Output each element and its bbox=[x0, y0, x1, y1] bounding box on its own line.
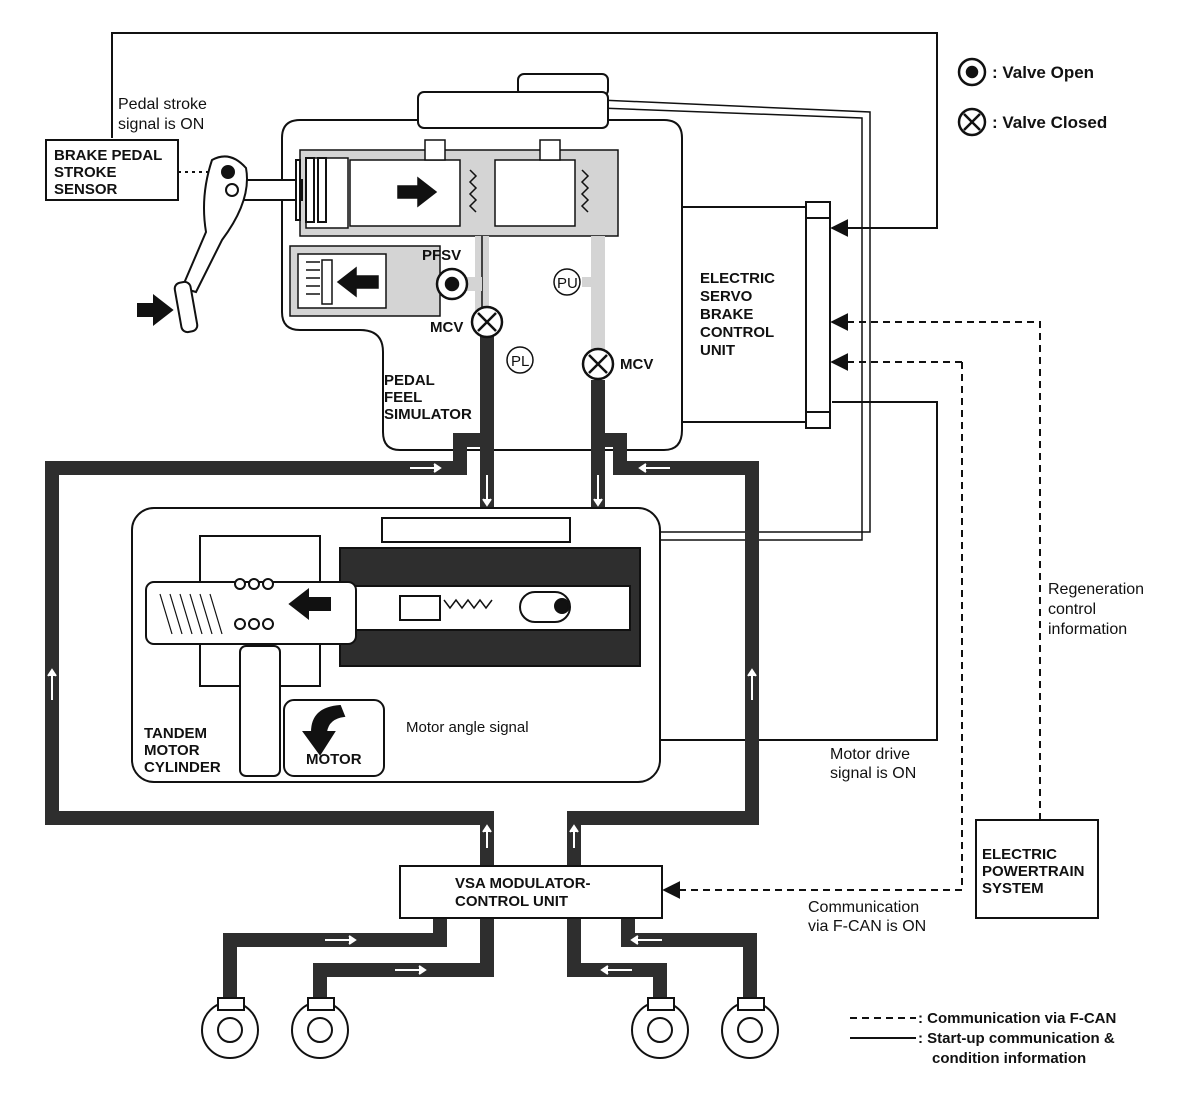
eps-label-1: ELECTRIC bbox=[982, 846, 1057, 863]
regeneration-info-line bbox=[830, 313, 1041, 820]
motor-drive-label-2: signal is ON bbox=[830, 765, 916, 782]
stroke-sensor-box bbox=[45, 139, 179, 201]
regen-label-2: control bbox=[1048, 601, 1096, 618]
labels: Pedal stroke signal is ON BRAKE PEDAL ST… bbox=[54, 96, 1144, 935]
wheel-2 bbox=[291, 997, 349, 1059]
tandem-label-2: MOTOR bbox=[144, 742, 200, 759]
legend: : Valve Open : Valve Closed : Communicat… bbox=[850, 57, 1116, 1067]
simulator-chamber bbox=[289, 245, 441, 317]
mcv-left-valve-icon bbox=[470, 305, 504, 339]
flow-arrows bbox=[47, 463, 757, 975]
legend-solid-1: : Start-up communication & bbox=[918, 1030, 1115, 1047]
pl-label: PL bbox=[511, 353, 529, 370]
simulator-label-3: SIMULATOR bbox=[384, 406, 472, 423]
valve-open-icon bbox=[957, 57, 987, 87]
electric-powertrain-box bbox=[975, 819, 1099, 919]
simulator-label-1: PEDAL bbox=[384, 372, 435, 389]
wheel-1 bbox=[201, 997, 259, 1059]
pl-sensor bbox=[506, 346, 534, 374]
esb-label-4: CONTROL bbox=[700, 324, 774, 341]
pedal-stroke-label-1: Pedal stroke bbox=[118, 96, 207, 113]
motor-label: MOTOR bbox=[306, 751, 362, 768]
pedal-stroke-signal-line bbox=[111, 32, 938, 237]
sensor-label-1: BRAKE PEDAL bbox=[54, 147, 162, 164]
sensor-label-2: STROKE bbox=[54, 164, 117, 181]
esb-label-5: UNIT bbox=[700, 342, 735, 359]
simulator-arrow bbox=[336, 266, 379, 298]
motor-angle-label: Motor angle signal bbox=[406, 719, 529, 736]
vsa-label-1: VSA MODULATOR- bbox=[455, 875, 591, 892]
wheels bbox=[201, 997, 779, 1059]
regen-label-3: information bbox=[1048, 621, 1127, 638]
wheel-4 bbox=[721, 997, 779, 1059]
sensor-label-3: SENSOR bbox=[54, 181, 118, 198]
motor-rotation-arrow bbox=[302, 704, 346, 756]
eps-label-3: SYSTEM bbox=[982, 880, 1044, 897]
valves bbox=[435, 267, 615, 381]
legend-valve-open: : Valve Open bbox=[992, 63, 1094, 82]
reservoir bbox=[417, 73, 609, 129]
legend-solid-2: condition information bbox=[932, 1050, 1086, 1067]
tandem-label-1: TANDEM bbox=[144, 725, 207, 742]
pedal-force-arrow bbox=[137, 293, 174, 327]
pfsv-label: PFSV bbox=[422, 247, 461, 264]
legend-valve-closed: : Valve Closed bbox=[992, 113, 1107, 132]
fcan-label-2: via F-CAN is ON bbox=[808, 918, 926, 935]
tandem-label-3: CYLINDER bbox=[144, 759, 221, 776]
cylinder-arrow bbox=[288, 587, 331, 621]
mcv-left-label: MCV bbox=[430, 319, 463, 336]
pfsv-valve-icon bbox=[435, 267, 469, 301]
esb-label-1: ELECTRIC bbox=[700, 270, 775, 287]
simulator-label-2: FEEL bbox=[384, 389, 422, 406]
mcv-right-valve-icon bbox=[581, 347, 615, 381]
pedal-stroke-label-2: signal is ON bbox=[118, 116, 204, 133]
wheel-3 bbox=[631, 997, 689, 1059]
valve-closed-icon bbox=[957, 107, 987, 137]
master-cylinder bbox=[299, 139, 619, 237]
tandem-motor-cylinder bbox=[131, 507, 661, 783]
motor-drive-label-1: Motor drive bbox=[830, 746, 910, 763]
piston-arrow bbox=[397, 176, 438, 208]
vsa-label-2: CONTROL UNIT bbox=[455, 893, 568, 910]
esb-label-2: SERVO bbox=[700, 288, 753, 305]
regen-label-1: Regeneration bbox=[1048, 581, 1144, 598]
brake-pedal bbox=[137, 155, 248, 334]
vsa-modulator-box bbox=[399, 865, 663, 919]
esb-label-3: BRAKE bbox=[700, 306, 753, 323]
fcan-label-1: Communication bbox=[808, 899, 919, 916]
pu-sensor bbox=[553, 268, 581, 296]
eps-label-2: POWERTRAIN bbox=[982, 863, 1085, 880]
electric-servo-brake-control-unit bbox=[681, 201, 831, 429]
legend-dashed: : Communication via F-CAN bbox=[918, 1010, 1116, 1027]
mcv-right-label: MCV bbox=[620, 356, 653, 373]
pu-label: PU bbox=[557, 275, 578, 292]
fcan-line-vsa bbox=[662, 362, 963, 899]
